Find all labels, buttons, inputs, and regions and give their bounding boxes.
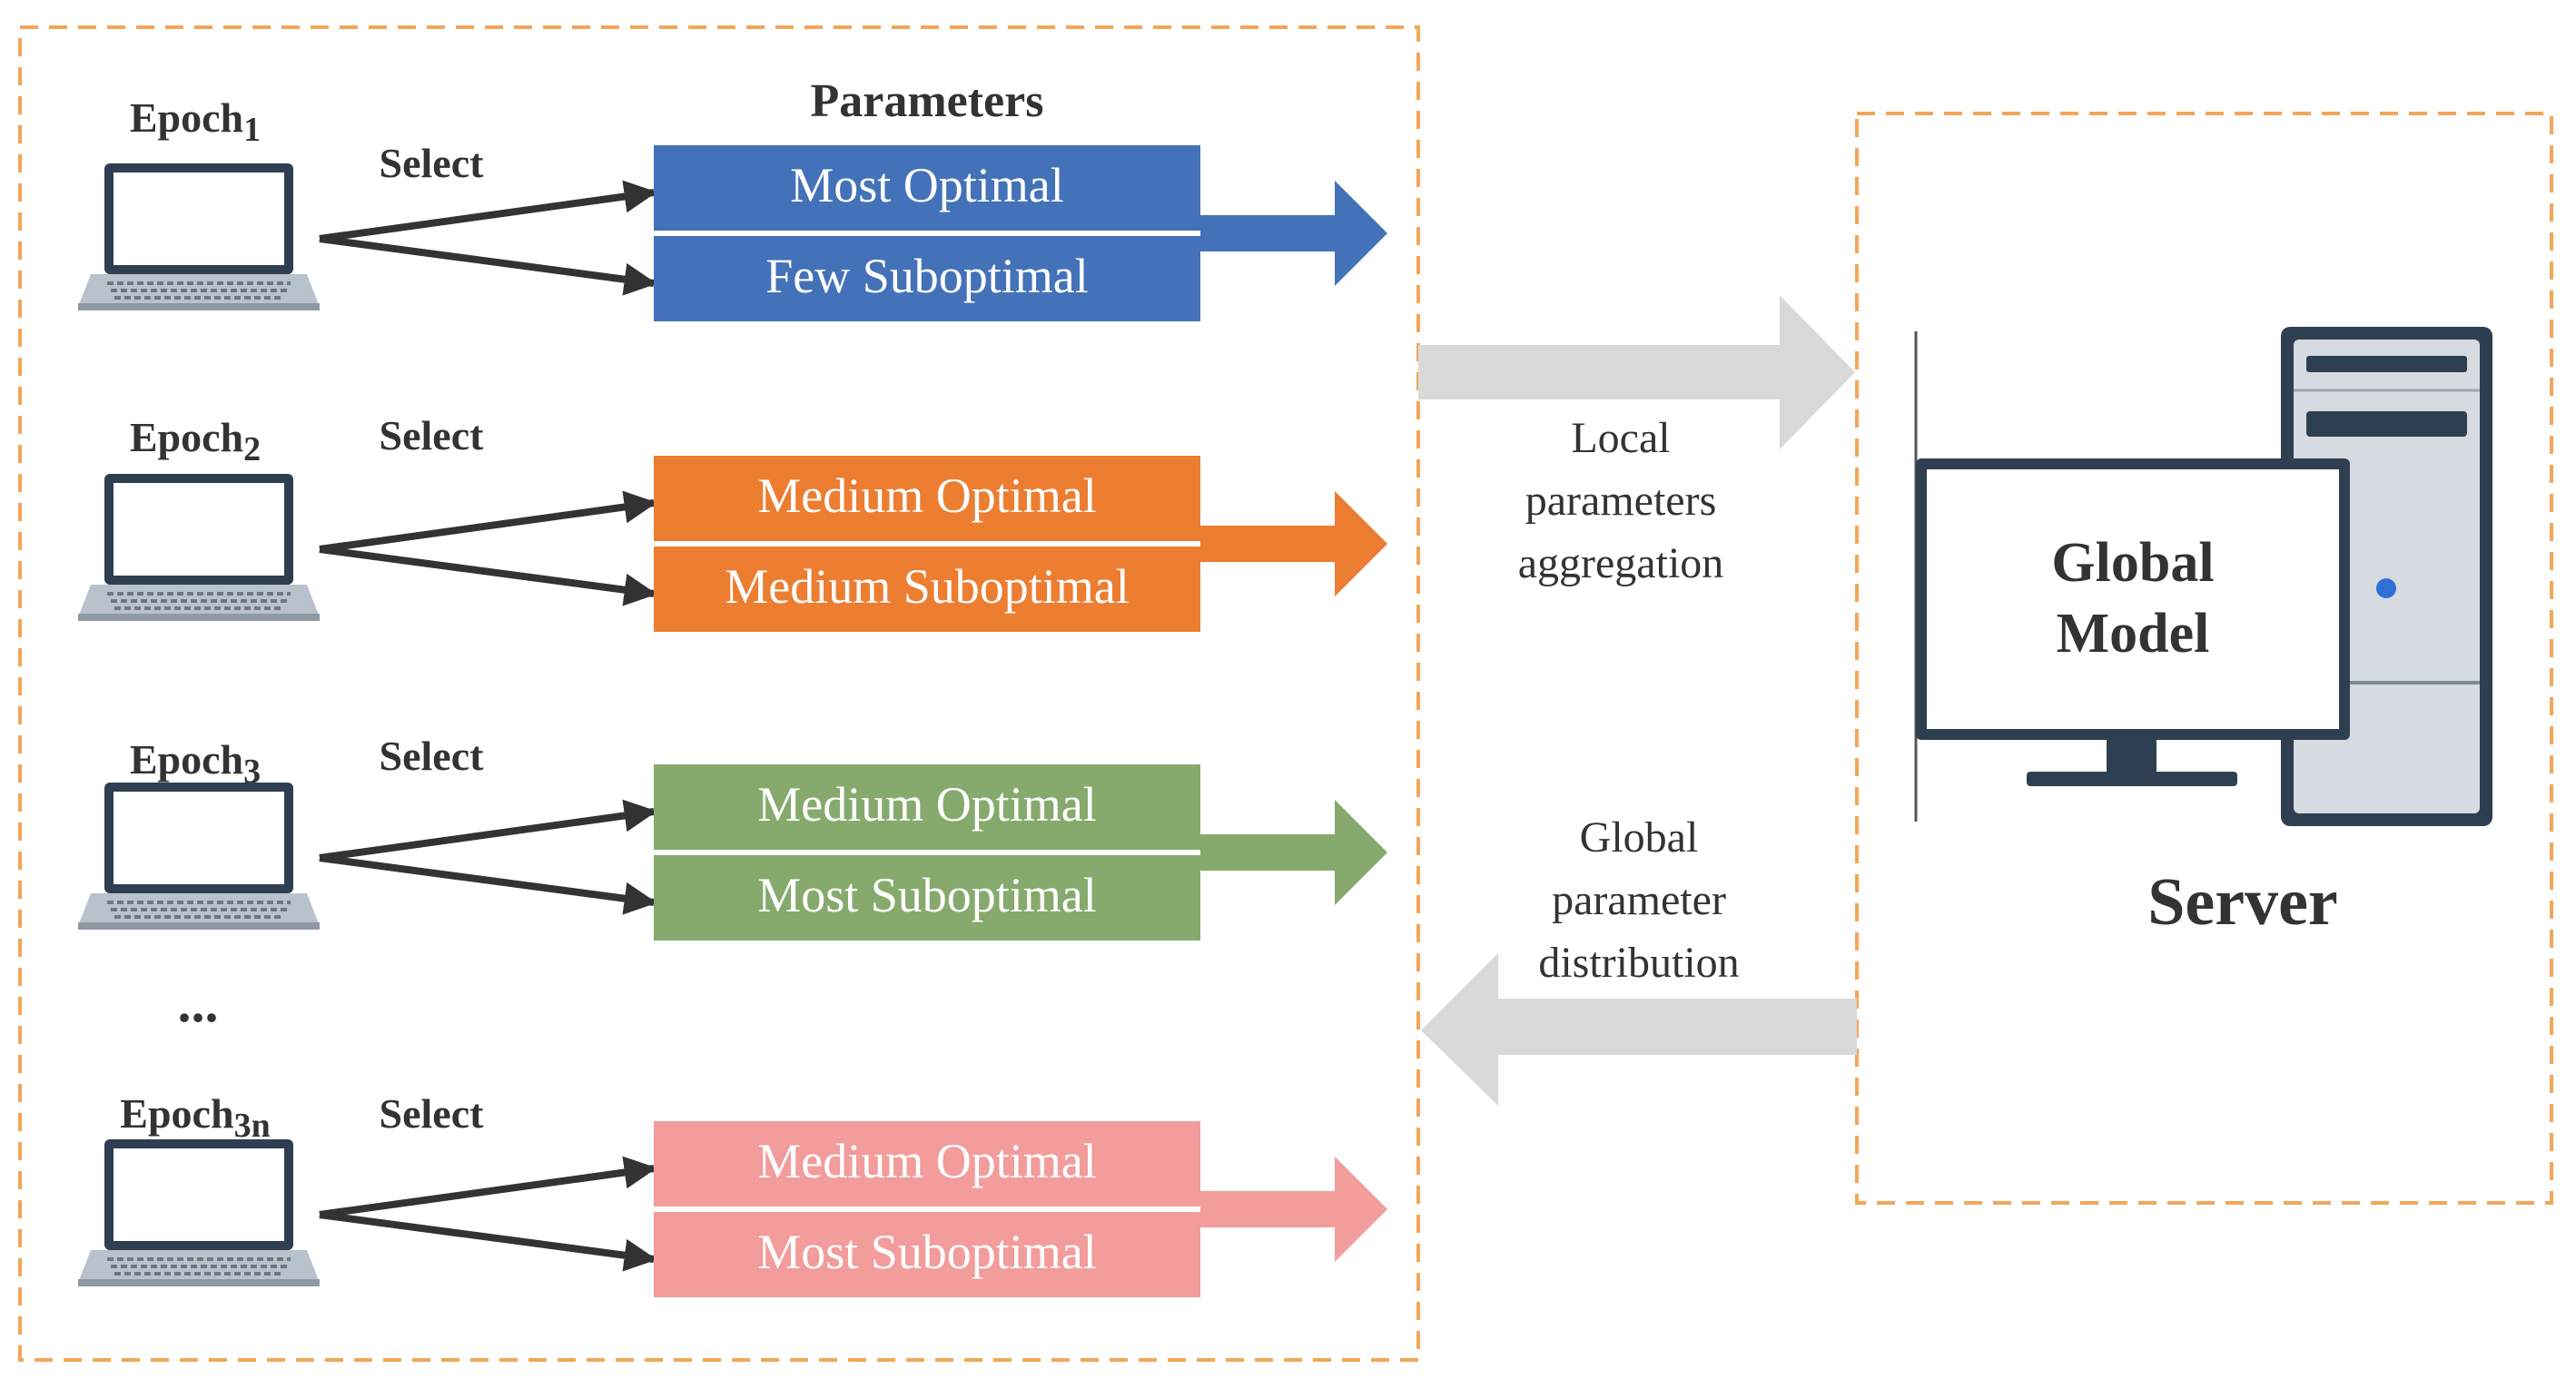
monitor-icon bbox=[1916, 458, 2350, 786]
select-arrow-top bbox=[319, 180, 657, 242]
parameter-box-top bbox=[654, 145, 1200, 231]
epoch-label: Epoch3 bbox=[130, 736, 261, 791]
global-model-label-line-2: Model bbox=[2057, 603, 2210, 665]
aggregation-label-line-1: Local bbox=[1571, 414, 1670, 462]
parameter-label-bottom: Most Suboptimal bbox=[757, 1225, 1097, 1279]
global-model-label-line-1: Global bbox=[2051, 532, 2214, 594]
epoch-subscript: 3n bbox=[234, 1107, 271, 1145]
parameter-label-top: Medium Optimal bbox=[757, 468, 1096, 523]
select-arrow-bottom bbox=[319, 854, 657, 915]
ellipsis: ... bbox=[178, 973, 219, 1033]
epoch-prefix: Epoch bbox=[130, 736, 243, 783]
parameter-box-bottom bbox=[654, 236, 1200, 321]
laptop-icon bbox=[78, 1139, 320, 1286]
parameter-label-bottom: Most Suboptimal bbox=[757, 868, 1097, 922]
parameter-label-top: Most Optimal bbox=[790, 158, 1064, 212]
aggregation-arrow bbox=[1418, 295, 1855, 449]
epoch-prefix: Epoch bbox=[130, 414, 243, 460]
aggregation-label-line-3: aggregation bbox=[1518, 539, 1724, 587]
epoch-prefix: Epoch bbox=[120, 1090, 233, 1137]
output-arrow bbox=[1200, 800, 1387, 905]
select-label: Select bbox=[380, 733, 485, 779]
parameter-box-top bbox=[654, 456, 1200, 541]
server-panel bbox=[1855, 112, 2553, 1205]
epoch-subscript: 3 bbox=[243, 753, 261, 791]
clients-panel bbox=[18, 25, 1420, 1362]
parameter-box-top bbox=[654, 764, 1200, 850]
parameter-box-bottom bbox=[654, 547, 1200, 632]
epoch-prefix: Epoch bbox=[130, 94, 243, 141]
output-arrow bbox=[1200, 181, 1387, 286]
server-label: Server bbox=[2147, 865, 2338, 940]
parameter-label-top: Medium Optimal bbox=[757, 1134, 1096, 1188]
distribution-label: Global parameter distribution bbox=[1538, 813, 1739, 987]
epoch-subscript: 1 bbox=[243, 111, 261, 149]
laptop-icon bbox=[78, 163, 320, 310]
output-arrow bbox=[1200, 491, 1387, 596]
select-arrow-bottom bbox=[319, 546, 657, 606]
distribution-label-line-2: parameter bbox=[1552, 876, 1726, 924]
parameter-label-top: Medium Optimal bbox=[757, 777, 1096, 832]
select-label: Select bbox=[380, 1090, 485, 1137]
distribution-label-line-1: Global bbox=[1580, 813, 1699, 862]
aggregation-label-line-2: parameters bbox=[1525, 477, 1717, 525]
parameters-header: Parameters bbox=[811, 75, 1044, 127]
epoch-label: Epoch3n bbox=[120, 1090, 270, 1145]
select-arrow-bottom bbox=[319, 1211, 657, 1272]
select-arrow-top bbox=[319, 1156, 657, 1218]
epoch-label: Epoch2 bbox=[130, 414, 261, 468]
laptop-icon bbox=[78, 783, 320, 930]
parameter-label-bottom: Medium Suboptimal bbox=[725, 559, 1130, 614]
parameter-label-bottom: Few Suboptimal bbox=[765, 249, 1089, 303]
parameter-box-bottom bbox=[654, 855, 1200, 941]
select-label: Select bbox=[380, 412, 485, 458]
parameter-box-bottom bbox=[654, 1212, 1200, 1297]
select-arrow-top bbox=[319, 799, 657, 862]
laptop-icon bbox=[78, 474, 320, 621]
aggregation-label: Local parameters aggregation bbox=[1518, 414, 1724, 587]
power-led-icon bbox=[2376, 578, 2396, 598]
parameter-box-top bbox=[654, 1121, 1200, 1207]
select-label: Select bbox=[380, 140, 485, 186]
distribution-label-line-3: distribution bbox=[1538, 939, 1739, 987]
select-arrow-top bbox=[319, 490, 657, 553]
epoch-label: Epoch1 bbox=[130, 94, 261, 149]
output-arrow bbox=[1200, 1157, 1387, 1262]
distribution-arrow bbox=[1421, 953, 1857, 1106]
select-arrow-bottom bbox=[319, 235, 657, 296]
epoch-subscript: 2 bbox=[243, 430, 261, 468]
server-illustration: Global Model Server bbox=[1914, 327, 2492, 940]
